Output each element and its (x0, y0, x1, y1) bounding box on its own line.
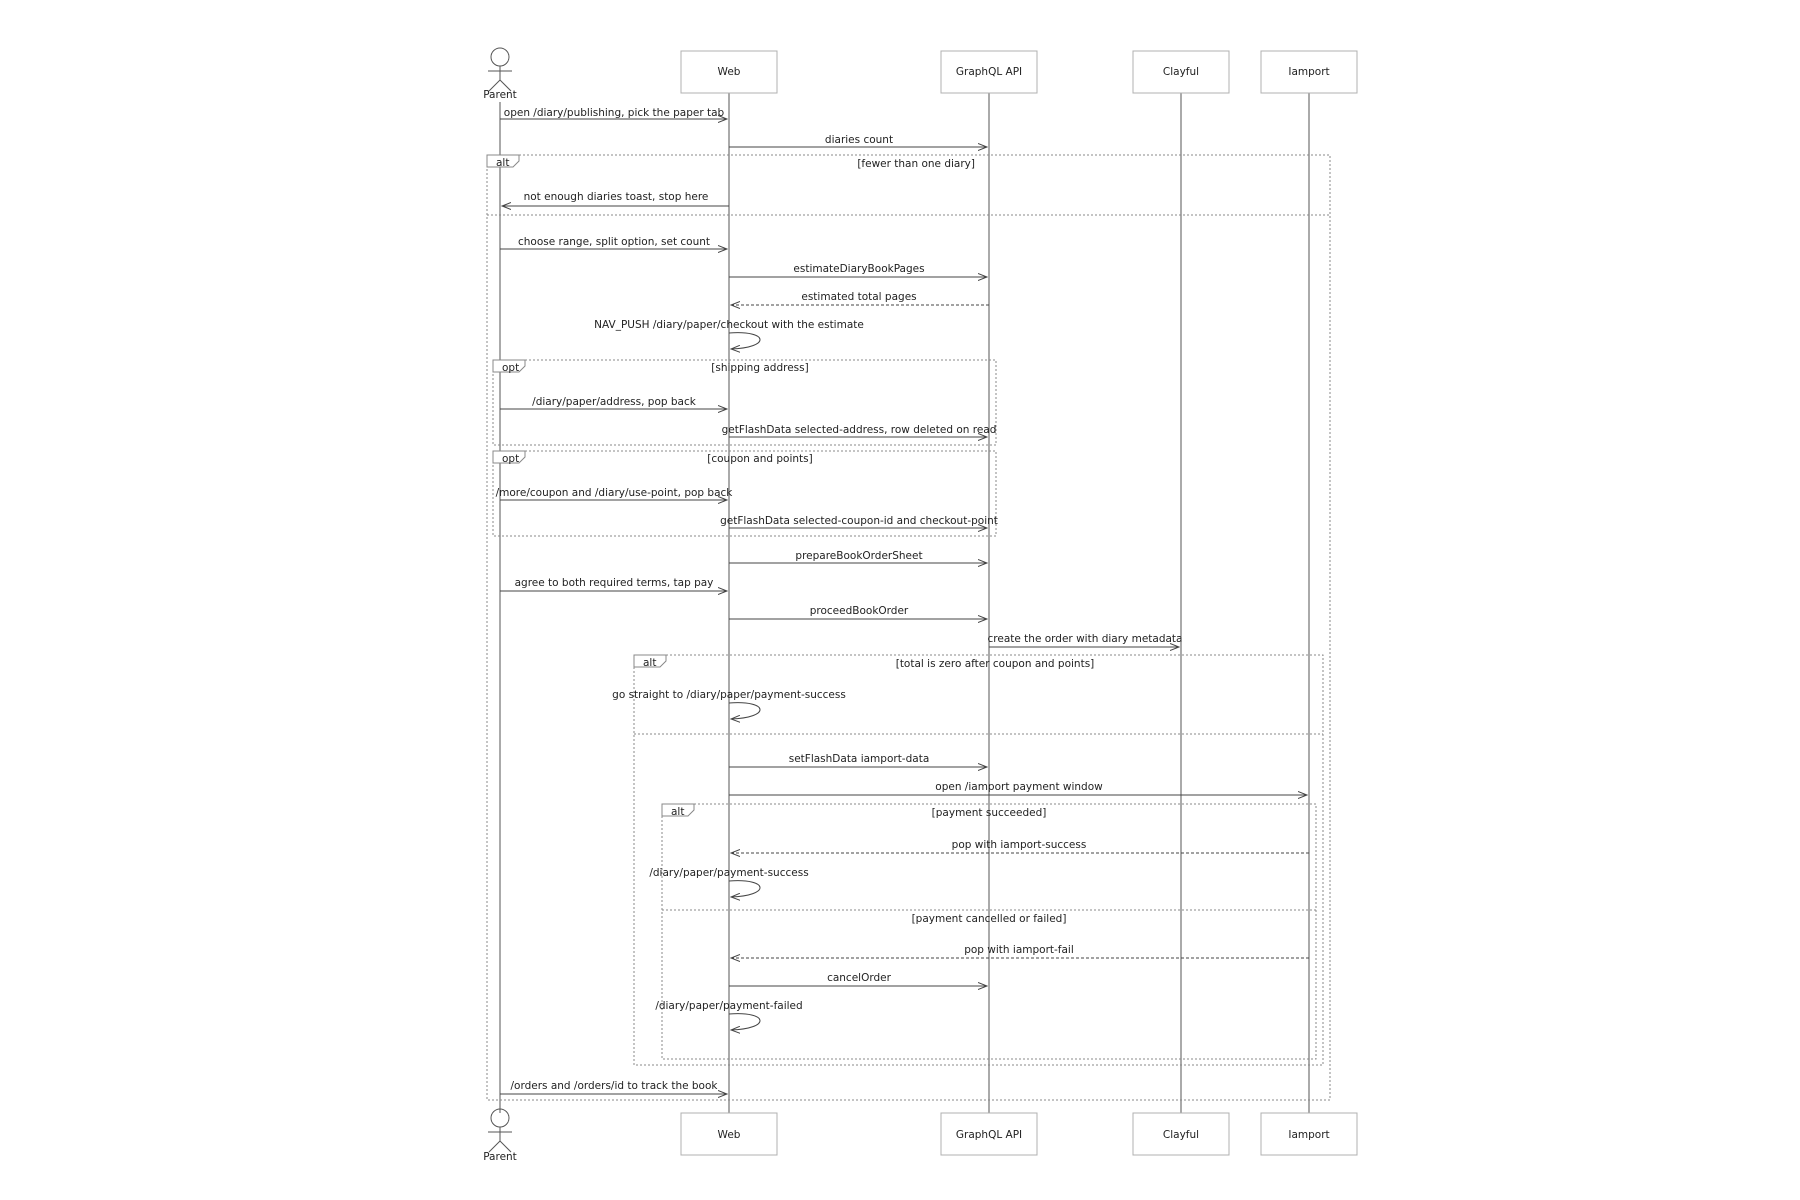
participant-label: Web (718, 66, 741, 78)
message-proceed-order: proceedBookOrder (729, 605, 987, 619)
message-estimate-pages: estimateDiaryBookPages (729, 263, 987, 277)
fragment-alt-diary-count: alt [fewer than one diary] (486, 154, 1331, 1101)
message-prepare-order-sheet: prepareBookOrderSheet (729, 550, 987, 563)
participant-parent-bottom: Parent (483, 1108, 517, 1163)
message-choose-range: choose range, split option, set count (500, 236, 727, 249)
fragment-condition: [fewer than one diary] (857, 158, 975, 170)
fragment-alt-payment-result: alt [payment succeeded] [payment cancell… (661, 803, 1317, 1060)
message-label: prepareBookOrderSheet (795, 550, 922, 562)
message-label: cancelOrder (827, 972, 892, 984)
message-label: create the order with diary metadata (988, 633, 1183, 645)
fragment-keyword: alt (643, 657, 656, 669)
fragment-condition: [payment cancelled or failed] (912, 913, 1067, 925)
participant-label: GraphQL API (956, 1129, 1022, 1141)
fragment-condition: [total is zero after coupon and points] (896, 658, 1095, 670)
message-label: estimated total pages (801, 291, 916, 303)
message-label: estimateDiaryBookPages (793, 263, 924, 275)
participant-label: GraphQL API (956, 66, 1022, 78)
message-label: /orders and /orders/id to track the book (510, 1080, 718, 1092)
participant-label: Web (718, 1129, 741, 1141)
fragment-keyword: alt (496, 157, 509, 169)
message-cancel-order: cancelOrder (729, 972, 987, 986)
fragment-opt-shipping-address: opt [shipping address] (492, 359, 997, 446)
fragment-keyword: opt (502, 453, 519, 465)
message-payment-failed-route: /diary/paper/payment-failed (655, 1000, 803, 1030)
participant-iamport-top: Iamport (1260, 50, 1358, 94)
message-flash-address: getFlashData selected-address, row delet… (722, 424, 997, 437)
message-self-arrow (728, 1013, 761, 1030)
message-label: agree to both required terms, tap pay (515, 577, 714, 589)
fragment-condition: [shipping address] (711, 362, 808, 374)
message-address-pop-back: /diary/paper/address, pop back (500, 396, 727, 409)
message-label: diaries count (825, 134, 893, 146)
participant-parent-top: Parent (483, 47, 517, 101)
message-open-iamport-window: open /iamport payment window (729, 781, 1307, 795)
message-label: /diary/paper/address, pop back (532, 396, 697, 408)
message-label: setFlashData iamport-data (789, 753, 930, 765)
message-estimated-total: estimated total pages (731, 291, 989, 305)
participant-label: Iamport (1288, 66, 1329, 78)
participant-label: Clayful (1163, 1129, 1199, 1141)
message-self-arrow (728, 880, 761, 897)
participant-clayful-bottom: Clayful (1132, 1112, 1230, 1156)
message-label: /more/coupon and /diary/use-point, pop b… (496, 487, 734, 499)
fragment-keyword: opt (502, 362, 519, 374)
participant-web-top: Web (680, 50, 778, 94)
message-self-arrow (728, 702, 761, 719)
actor-icon (488, 1108, 512, 1153)
message-label: open /diary/publishing, pick the paper t… (504, 107, 725, 119)
message-self-arrow (728, 332, 761, 349)
message-set-flash-iamport: setFlashData iamport-data (729, 753, 987, 767)
participant-clayful-top: Clayful (1132, 50, 1230, 94)
message-flash-coupon: getFlashData selected-coupon-id and chec… (720, 515, 998, 528)
participant-graphql-api-bottom: GraphQL API (940, 1112, 1038, 1156)
actor-icon (488, 47, 512, 92)
message-label: choose range, split option, set count (518, 236, 710, 248)
message-create-clayful-order: create the order with diary metadata (988, 633, 1183, 647)
message-label: NAV_PUSH /diary/paper/checkout with the … (594, 319, 864, 331)
fragment-opt-coupon-points: opt [coupon and points] (492, 450, 997, 537)
participant-label: Iamport (1288, 1129, 1329, 1141)
message-label: not enough diaries toast, stop here (524, 191, 709, 203)
message-not-enough-toast: not enough diaries toast, stop here (502, 191, 729, 206)
participant-iamport-bottom: Iamport (1260, 1112, 1358, 1156)
fragment-condition: [coupon and points] (707, 453, 812, 465)
message-diaries-count: diaries count (729, 134, 987, 147)
fragment-condition: [payment succeeded] (932, 807, 1047, 819)
message-open-publishing: open /diary/publishing, pick the paper t… (500, 107, 727, 119)
message-track-orders: /orders and /orders/id to track the book (500, 1080, 727, 1094)
message-label: /diary/paper/payment-failed (655, 1000, 802, 1012)
message-label: open /iamport payment window (935, 781, 1103, 793)
message-pop-iamport-success: pop with iamport-success (731, 839, 1309, 853)
message-payment-success-route: /diary/paper/payment-success (649, 867, 809, 897)
message-pop-iamport-fail: pop with iamport-fail (731, 944, 1309, 958)
message-nav-push-checkout: NAV_PUSH /diary/paper/checkout with the … (594, 319, 864, 349)
participant-label: Parent (483, 89, 517, 101)
participant-label: Clayful (1163, 66, 1199, 78)
message-label: pop with iamport-fail (964, 944, 1074, 956)
participant-label: Parent (483, 1151, 517, 1163)
participant-web-bottom: Web (680, 1112, 778, 1156)
message-straight-to-success: go straight to /diary/paper/payment-succ… (612, 689, 846, 719)
message-coupon-points-pop-back: /more/coupon and /diary/use-point, pop b… (496, 487, 734, 500)
participant-graphql-api-top: GraphQL API (940, 50, 1038, 94)
message-label: getFlashData selected-address, row delet… (722, 424, 997, 436)
fragment-alt-total-zero: alt [total is zero after coupon and poin… (633, 654, 1324, 1066)
message-label: go straight to /diary/paper/payment-succ… (612, 689, 846, 701)
message-label: proceedBookOrder (810, 605, 909, 617)
lifelines (499, 93, 1310, 1113)
message-label: /diary/paper/payment-success (649, 867, 808, 879)
fragment-keyword: alt (671, 806, 684, 818)
message-label: getFlashData selected-coupon-id and chec… (720, 515, 998, 527)
message-label: pop with iamport-success (952, 839, 1087, 851)
message-agree-terms: agree to both required terms, tap pay (500, 577, 727, 591)
